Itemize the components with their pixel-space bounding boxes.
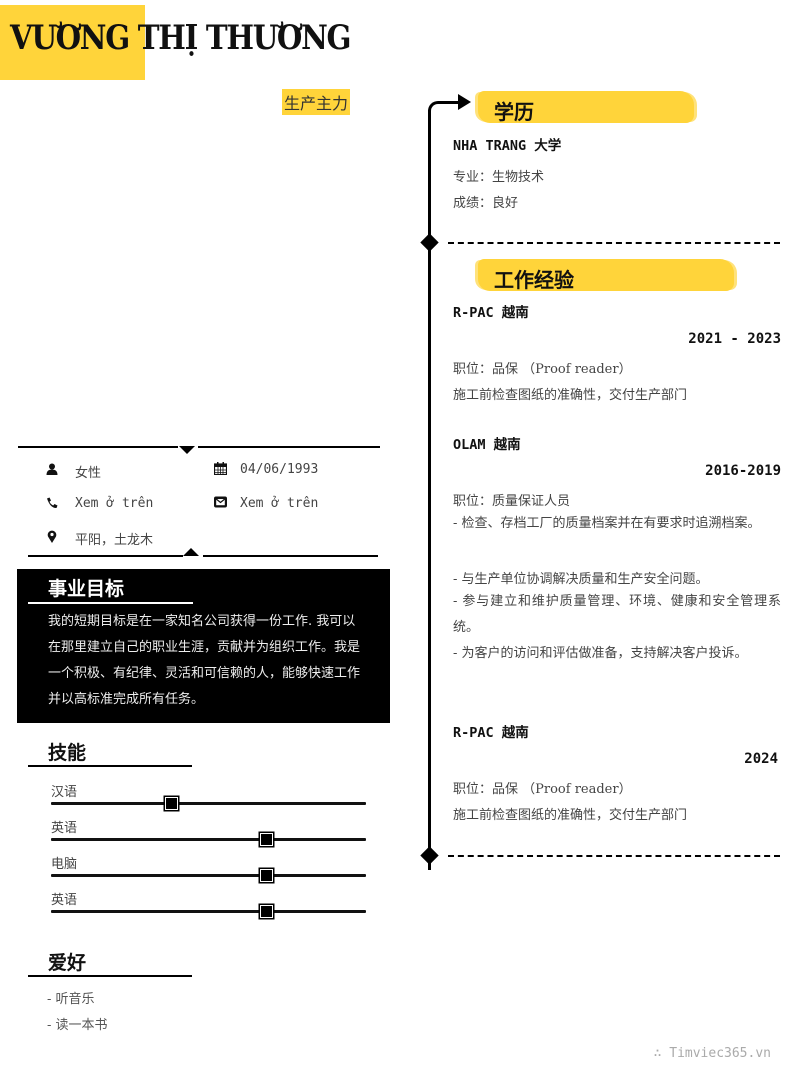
hobby-item: - 读一本书	[47, 1018, 108, 1033]
triangle-up-icon	[183, 548, 199, 556]
skill-slider-handle[interactable]	[260, 869, 273, 882]
objective-title: 事业目标	[48, 578, 125, 600]
job-role: 职位：品保 （Proof reader）	[453, 782, 632, 797]
skills-title-rule	[28, 765, 192, 767]
section-divider	[448, 855, 780, 857]
hobbies-title: 爱好	[48, 952, 87, 974]
education-school: NHA TRANG 大学	[453, 138, 562, 154]
job-company: R-PAC 越南	[453, 305, 529, 321]
job-role: 职位：品保 （Proof reader）	[453, 362, 632, 377]
triangle-down-icon	[179, 446, 195, 454]
job-date: 2024	[744, 751, 778, 767]
info-bottom-rule	[28, 555, 183, 557]
objective-title-rule	[28, 602, 193, 604]
position-badge: 生产主力	[282, 89, 351, 115]
address-value: 平阳，土龙木	[75, 533, 154, 548]
skill-slider[interactable]	[51, 910, 366, 913]
skill-slider[interactable]	[51, 802, 366, 805]
skill-slider-handle[interactable]	[165, 797, 178, 810]
info-top-rule	[198, 446, 380, 448]
job-date: 2016-2019	[705, 463, 781, 479]
education-title-brush	[478, 91, 694, 123]
phone-value: Xem ở trên	[75, 496, 154, 511]
job-role: 职位：质量保证人员	[453, 494, 571, 509]
job-description: 施工前检查图纸的准确性，交付生产部门	[453, 808, 688, 823]
job-duty: - 参与建立和维护质量管理、环境、健康和安全管理系统。	[453, 594, 781, 635]
hobbies-title-rule	[28, 975, 192, 977]
info-top-rule	[18, 446, 178, 448]
section-divider	[448, 242, 780, 244]
skill-label: 电脑	[51, 857, 78, 872]
watermark: ∴ Timviec365.vn	[653, 1046, 771, 1061]
timeline-curve	[428, 101, 446, 121]
skill-label: 英语	[51, 893, 78, 908]
user-icon	[45, 462, 59, 476]
email-value: Xem ở trên	[240, 496, 319, 511]
job-company: OLAM 越南	[453, 437, 521, 453]
envelope-icon	[213, 495, 227, 509]
arrow-right-icon	[458, 94, 471, 110]
skills-title: 技能	[48, 742, 87, 764]
skill-slider-handle[interactable]	[260, 833, 273, 846]
timeline-line	[428, 110, 431, 870]
job-date: 2021 - 2023	[688, 331, 781, 347]
diamond-marker	[420, 233, 439, 252]
education-title: 学历	[494, 100, 534, 124]
objective-panel	[17, 569, 390, 723]
experience-title-brush	[478, 259, 734, 291]
skill-slider-handle[interactable]	[260, 905, 273, 918]
info-bottom-rule	[203, 555, 378, 557]
map-marker-icon	[45, 529, 59, 543]
job-duty: - 为客户的访问和评估做准备，支持解决客户投诉。	[453, 646, 748, 661]
skill-label: 汉语	[51, 785, 78, 800]
calendar-icon	[213, 461, 227, 475]
skill-label: 英语	[51, 821, 78, 836]
job-description: 施工前检查图纸的准确性，交付生产部门	[453, 388, 688, 403]
gender-value: 女性	[75, 466, 102, 481]
skill-slider[interactable]	[51, 838, 366, 841]
birthday-value: 04/06/1993	[240, 462, 319, 477]
job-duty: - 与生产单位协调解决质量和生产安全问题。	[453, 572, 709, 587]
education-grade: 成绩：良好	[453, 196, 519, 211]
name-highlight	[0, 5, 145, 80]
timeline-arrow-shaft	[444, 101, 460, 104]
job-duty: - 检查、存档工厂的质量档案并在有要求时追溯档案。	[453, 516, 761, 531]
job-company: R-PAC 越南	[453, 725, 529, 741]
candidate-name: VƯƠNG THỊ THƯƠNG	[10, 18, 351, 58]
objective-text: 我的短期目标是在一家知名公司获得一份工作. 我可以在那里建立自己的职业生涯，贡献…	[48, 614, 361, 707]
phone-icon	[45, 496, 59, 510]
experience-title: 工作经验	[494, 268, 574, 292]
education-major: 专业：生物技术	[453, 170, 545, 185]
diamond-marker	[420, 846, 439, 865]
hobby-item: - 听音乐	[47, 992, 95, 1007]
skill-slider[interactable]	[51, 874, 366, 877]
